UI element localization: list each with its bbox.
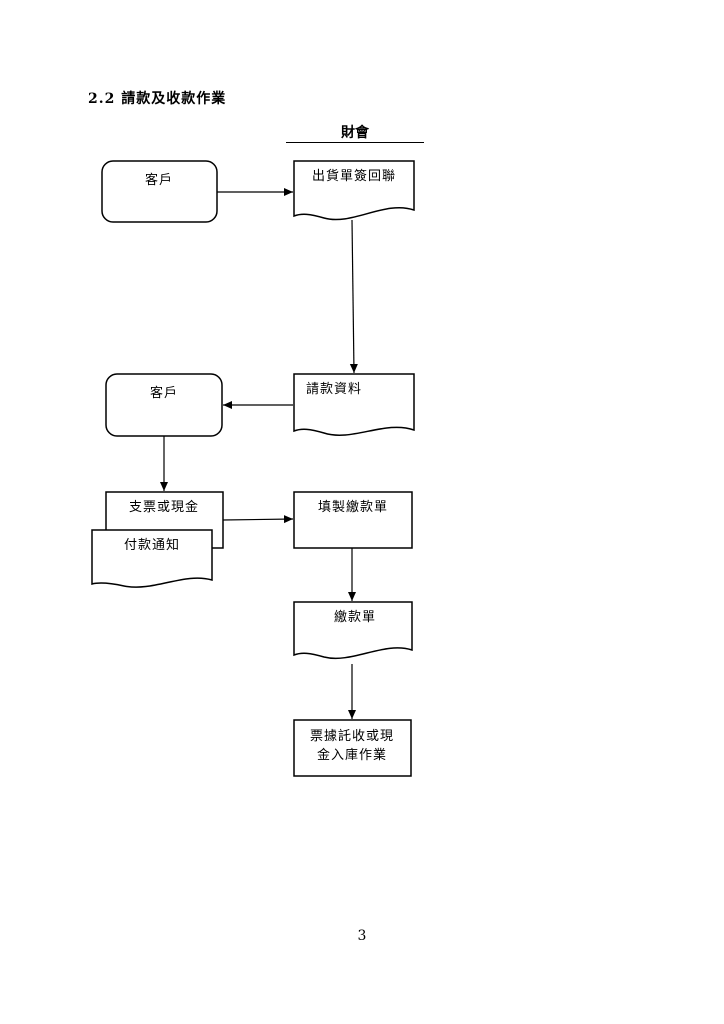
node-collection-line-2: 金入庫作業 (317, 747, 387, 763)
node-check-or-cash-label: 支票或現金 (129, 499, 199, 515)
node-payment-notice-label: 付款通知 (124, 537, 180, 553)
page-number: 3 (357, 928, 367, 944)
node-fill-payment-form-label: 填製繳款單 (318, 500, 388, 515)
node-collection-deposit: 票據託收或現 金入庫作業 (293, 719, 412, 777)
node-fill-payment-form: 填製繳款單 (293, 491, 413, 549)
node-delivery-receipt-label: 出貨單簽回聯 (312, 168, 396, 184)
node-billing-data-label: 請款資料 (306, 382, 362, 397)
node-payment-form: 繳款單 (293, 601, 413, 660)
lane-title-finance: 財會 (341, 125, 369, 141)
arrow-receipt-to-billing (349, 219, 358, 374)
node-customer-2: 客戶 (105, 373, 223, 437)
node-payment-notice: 付款通知 (91, 529, 213, 588)
lane-underline (286, 142, 424, 143)
arrow-check-to-fill-form (222, 515, 294, 524)
node-payment-form-label: 繳款單 (334, 610, 376, 625)
node-customer-1: 客戶 (101, 160, 218, 223)
node-customer-2-label: 客戶 (150, 385, 178, 401)
node-collection-line-1: 票據託收或現 (310, 728, 394, 744)
node-customer-1-label: 客戶 (145, 172, 173, 188)
node-billing-data: 請款資料 (293, 373, 415, 436)
section-heading: 2.2 請款及收款作業 (88, 91, 227, 107)
node-delivery-receipt: 出貨單簽回聯 (293, 160, 415, 221)
